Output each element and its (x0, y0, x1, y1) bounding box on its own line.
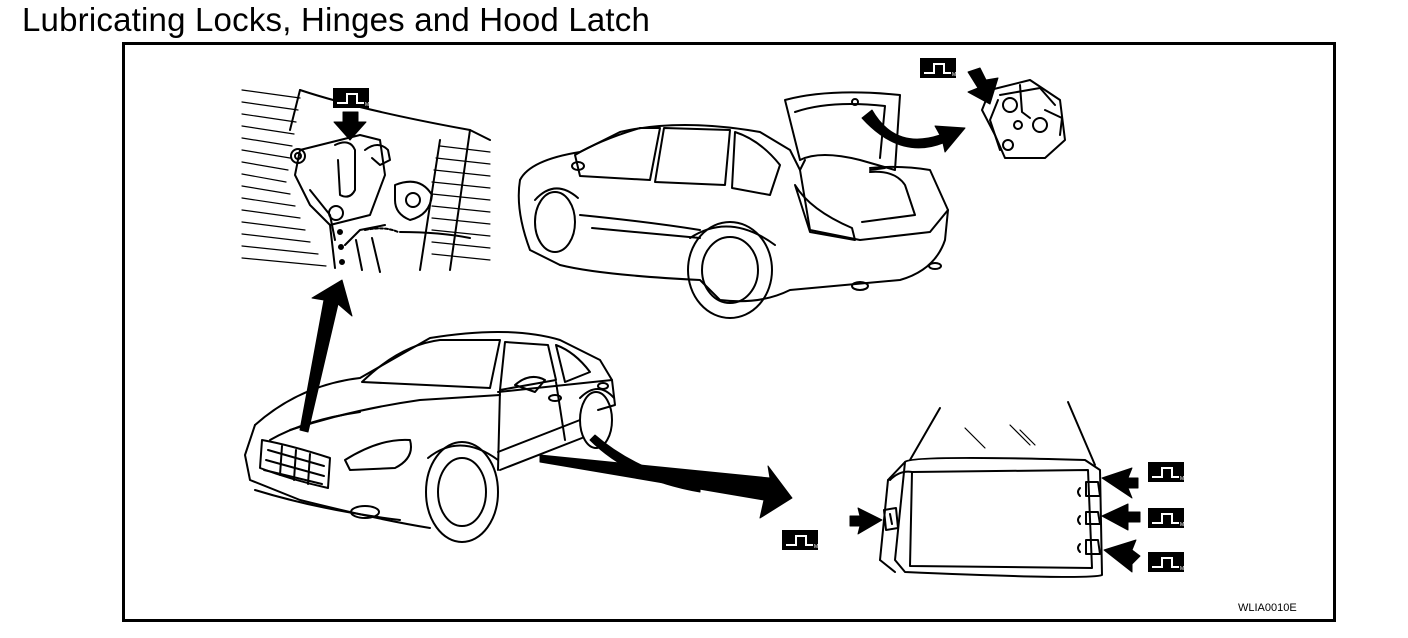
diagram-frame (122, 42, 1336, 622)
svg-text:M: M (1180, 476, 1184, 482)
rear-car-view (517, 91, 966, 319)
front-car-view (244, 331, 793, 543)
lubricant-symbol-icon: M (333, 88, 369, 108)
lubricant-symbol-icon: M (1148, 462, 1184, 482)
svg-text:M: M (814, 544, 818, 550)
lubricant-symbol-icon: M (782, 530, 818, 550)
svg-text:M: M (365, 102, 369, 108)
svg-text:M: M (1180, 566, 1184, 572)
svg-text:M: M (1180, 522, 1184, 528)
hood-latch-detail (241, 89, 491, 273)
page-title: Lubricating Locks, Hinges and Hood Latch (22, 1, 651, 38)
figure-code: WLIA0010E (1238, 602, 1297, 614)
lubricant-symbol-icon: M (1148, 552, 1184, 572)
trunk-hinge-detail (967, 67, 1066, 159)
svg-text:M: M (952, 72, 956, 78)
door-detail (849, 401, 1141, 578)
lubricant-symbol-icon: M (920, 58, 956, 78)
lubricant-symbol-icon: M (1148, 508, 1184, 528)
